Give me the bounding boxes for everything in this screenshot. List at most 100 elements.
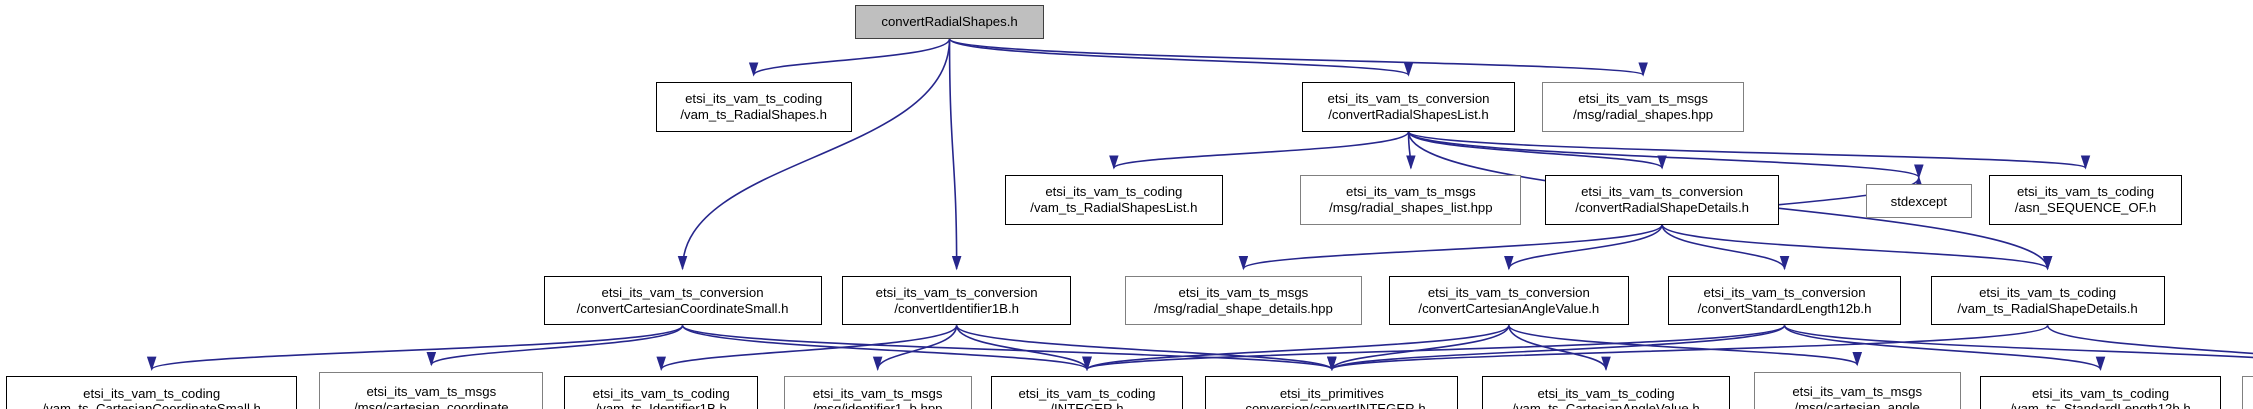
graph-edge (955, 324, 1337, 372)
graph-edge (955, 325, 1092, 372)
graph-node-n0[interactable]: convertRadialShapes.h (854, 4, 1045, 39)
graph-node-n22[interactable]: etsi_its_vam_ts_msgs/msg/cartesian_angle… (1753, 371, 1961, 409)
node-label-line: /msg/cartesian_coordinate (353, 399, 509, 409)
graph-edge (1406, 131, 1416, 170)
node-label-line: /vam_ts_RadialShapesList.h (1030, 199, 1198, 215)
node-label-line: etsi_its_vam_ts_coding (2031, 385, 2170, 401)
graph-node-n15[interactable]: etsi_its_vam_ts_coding/vam_ts_CartesianC… (6, 376, 298, 409)
node-label-line: /msg/identifier1_b.hpp (812, 401, 943, 409)
graph-edge (1327, 324, 1786, 372)
graph-edge (426, 324, 684, 367)
graph-node-n2[interactable]: etsi_its_vam_ts_conversion/convertRadial… (1301, 82, 1516, 132)
graph-node-n18[interactable]: etsi_its_vam_ts_msgs/msg/identifier1_b.h… (783, 376, 972, 409)
graph-node-n19[interactable]: etsi_its_vam_ts_coding/INTEGER.h (990, 376, 1184, 409)
node-label-line: etsi_its_vam_ts_coding (592, 385, 730, 401)
node-label-line: etsi_its_vam_ts_msgs (1578, 91, 1708, 107)
node-label-line: etsi_its_vam_ts_msgs (1346, 184, 1476, 200)
graph-node-n9[interactable]: etsi_its_vam_ts_conversion/convertCartes… (543, 275, 822, 326)
graph-edge (1407, 130, 1924, 179)
node-label-line: /vam_ts_StandardLength12b.h (2010, 401, 2191, 409)
graph-edge (2046, 324, 2253, 355)
node-label-line: etsi_its_vam_ts_conversion (1427, 285, 1590, 301)
graph-node-n3[interactable]: etsi_its_vam_ts_msgs/msg/radial_shapes.h… (1542, 82, 1745, 132)
node-label-line: etsi_its_vam_ts_coding (2016, 184, 2155, 200)
node-label-line: /convertStandardLength12b.h (1697, 300, 1872, 316)
node-label-line: etsi_its_vam_ts_coding (1979, 285, 2117, 301)
graph-node-n16[interactable]: etsi_its_vam_ts_msgs/msg/cartesian_coord… (319, 371, 544, 409)
graph-node-n23[interactable]: etsi_its_vam_ts_coding/vam_ts_StandardLe… (1979, 376, 2222, 409)
node-label-line: /convertRadialShapesList.h (1328, 106, 1489, 122)
graph-node-n21[interactable]: etsi_its_vam_ts_coding/vam_ts_CartesianA… (1481, 376, 1731, 409)
node-label-line: etsi_its_vam_ts_conversion (1581, 184, 1744, 200)
node-label-line: etsi_its_vam_ts_coding (83, 385, 221, 401)
graph-edge (1238, 224, 1663, 271)
node-label-line: /convertCartesianCoordinateSmall.h (576, 300, 789, 316)
node-label-line: etsi_its_vam_ts_msgs (1792, 384, 1923, 400)
node-label-line: convertRadialShapes.h (881, 13, 1018, 29)
node-label-line: /INTEGER.h (1050, 401, 1124, 409)
node-label-line: etsi_its_vam_ts_conversion (601, 285, 764, 301)
node-label-line: etsi_its_vam_ts_msgs (1178, 285, 1309, 301)
graph-node-n1[interactable]: etsi_its_vam_ts_coding/vam_ts_RadialShap… (655, 82, 852, 132)
graph-edge (1508, 324, 1862, 367)
graph-edge (681, 324, 1337, 372)
node-label-line: stdexcept (1890, 193, 1948, 209)
graph-edge (681, 324, 1092, 372)
graph-edge (948, 37, 1413, 77)
graph-node-n17[interactable]: etsi_its_vam_ts_coding/vam_ts_Identifier… (564, 376, 759, 409)
graph-edge (1407, 130, 2090, 170)
graph-node-n10[interactable]: etsi_its_vam_ts_conversion/convertIdenti… (842, 275, 1072, 326)
node-label-line: /msg/radial_shape_details.hpp (1153, 300, 1333, 316)
graph-node-n12[interactable]: etsi_its_vam_ts_conversion/convertCartes… (1388, 275, 1629, 326)
node-label-line: _conversion/convertINTEGER.h (1238, 401, 1426, 409)
node-label-line: etsi_its_vam_ts_msgs (812, 385, 943, 401)
graph-edge (1109, 131, 1410, 170)
graph-node-n24[interactable]: etsi_its_vam_ts_msgs/msg/standard_length… (2241, 376, 2253, 409)
graph-edge (1082, 324, 1786, 372)
node-label-line: etsi_its_vam_ts_coding (1537, 385, 1675, 401)
node-label-line: etsi_its_primitives (1279, 385, 1384, 401)
graph-edge (1783, 324, 2253, 359)
graph-edge (656, 324, 958, 372)
graph-edge (948, 37, 1648, 77)
node-label-line: /vam_ts_CartesianAngleValue.h (1512, 401, 1700, 409)
graph-edge (749, 38, 951, 77)
graph-node-n20[interactable]: etsi_its_primitives_conversion/convertIN… (1205, 376, 1459, 409)
node-label-line: etsi_its_vam_ts_msgs (366, 384, 497, 400)
node-label-line: /convertRadialShapeDetails.h (1575, 199, 1749, 215)
graph-node-n4[interactable]: etsi_its_vam_ts_coding/vam_ts_RadialShap… (1004, 175, 1223, 225)
graph-edge (1661, 224, 1790, 271)
graph-edge (1504, 224, 1663, 271)
node-label-line: etsi_its_vam_ts_coding (685, 91, 823, 107)
node-label-line: /vam_ts_CartesianCoordinateSmall.h (42, 401, 261, 409)
graph-node-n8[interactable]: etsi_its_vam_ts_coding/asn_SEQUENCE_OF.h (1989, 175, 2182, 225)
graph-edge (1327, 325, 1510, 372)
node-label-line: /asn_SEQUENCE_OF.h (2014, 199, 2157, 215)
graph-edge (1407, 131, 1667, 170)
graph-node-n14[interactable]: etsi_its_vam_ts_coding/vam_ts_RadialShap… (1930, 275, 2165, 326)
node-label-line: etsi_its_vam_ts_conversion (1327, 91, 1490, 107)
node-label-line: /msg/cartesian_angle (1794, 399, 1920, 409)
graph-node-n5[interactable]: etsi_its_vam_ts_msgs/msg/radial_shapes_l… (1300, 175, 1522, 225)
graph-edge (677, 38, 951, 271)
graph-node-n7[interactable]: stdexcept (1865, 184, 1972, 219)
node-label-line: /msg/radial_shapes.hpp (1573, 106, 1714, 122)
node-label-line: /msg/radial_shapes_list.hpp (1329, 199, 1493, 215)
node-label-line: etsi_its_vam_ts_coding (1018, 385, 1156, 401)
graph-node-n6[interactable]: etsi_its_vam_ts_conversion/convertRadial… (1545, 175, 1779, 225)
graph-edge (1508, 325, 1611, 372)
node-label-line: /convertIdentifier1B.h (894, 300, 1019, 316)
node-label-line: etsi_its_vam_ts_coding (1045, 184, 1183, 200)
graph-edge (1082, 324, 1510, 372)
node-label-line: etsi_its_vam_ts_conversion (1703, 285, 1866, 301)
graph-edge (1327, 324, 2049, 372)
node-label-line: etsi_its_vam_ts_conversion (875, 285, 1038, 301)
node-label-line: /vam_ts_Identifier1B.h (595, 401, 727, 409)
node-label-line: /vam_ts_RadialShapes.h (680, 106, 827, 122)
graph-edge (1783, 324, 2106, 372)
graph-edge (147, 324, 684, 372)
graph-node-n11[interactable]: etsi_its_vam_ts_msgs/msg/radial_shape_de… (1124, 275, 1362, 326)
node-label-line: /vam_ts_RadialShapeDetails.h (1957, 300, 2138, 316)
graph-node-n13[interactable]: etsi_its_vam_ts_conversion/convertStanda… (1668, 275, 1901, 326)
